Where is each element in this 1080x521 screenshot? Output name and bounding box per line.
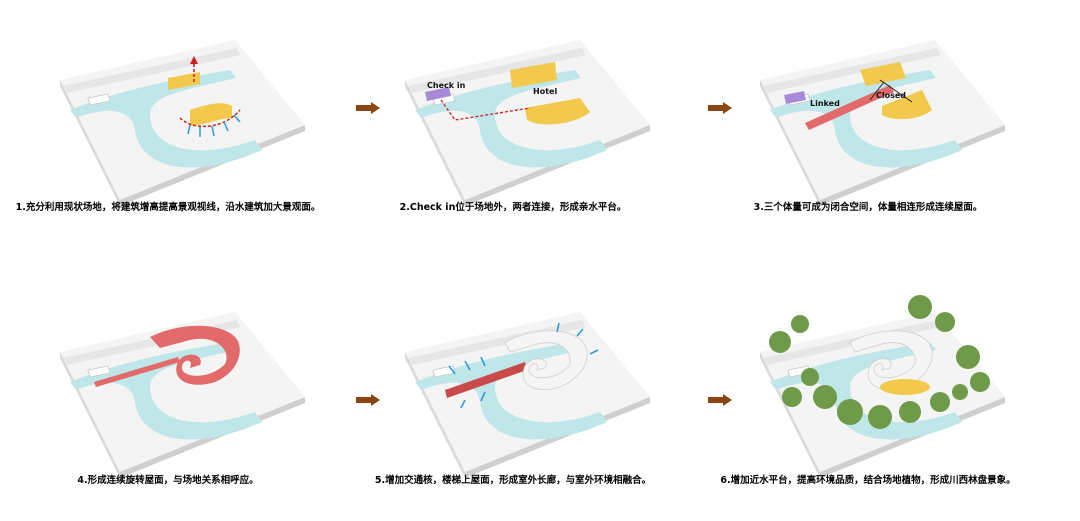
panel-5: 5.增加交通核，楼梯上屋面，形成室外长廊，与室外环境相融合。 bbox=[345, 262, 681, 521]
panel-2: Check in Hotel 2.Check in位于场地外，两者连接，形成亲水… bbox=[345, 0, 681, 259]
site-diagram-3: Linked Closed bbox=[759, 39, 1006, 207]
caption-3: 3.三个体量可成为闭合空间，体量相连形成连续屋面。 bbox=[753, 202, 983, 213]
caption-2: 2.Check in位于场地外，两者连接，形成亲水平台。 bbox=[399, 202, 627, 213]
waterfront-platform bbox=[880, 379, 930, 395]
outdoor-gallery bbox=[445, 362, 527, 398]
connection-arrow bbox=[440, 99, 531, 121]
site-diagram-1 bbox=[59, 39, 306, 207]
spiral-bridge bbox=[94, 357, 180, 387]
caption-4: 4.形成连续旋转屋面，与场地关系相呼应。 bbox=[77, 475, 259, 486]
linked-label: Linked bbox=[810, 99, 840, 108]
panel-4: 4.形成连续旋转屋面，与场地关系相呼应。 bbox=[0, 262, 336, 521]
linked-bridge bbox=[805, 85, 894, 130]
step-arrow-1 bbox=[356, 102, 380, 114]
hotel-label: Hotel bbox=[533, 87, 557, 96]
caption-6: 6.增加近水平台，提高环境品质，结合场地植物，形成川西林盘景象。 bbox=[720, 475, 1016, 486]
upper-volume bbox=[168, 72, 200, 90]
hotel-volume bbox=[510, 62, 557, 88]
spiral-roof bbox=[849, 330, 933, 391]
view-arc bbox=[179, 109, 241, 128]
spiral-roof bbox=[504, 330, 588, 391]
step-arrow-2 bbox=[708, 102, 732, 114]
caption-5: 5.增加交通核，楼梯上屋面，形成室外长廊，与室外环境相融合。 bbox=[374, 475, 652, 486]
height-arrow-head bbox=[190, 56, 198, 64]
check-in-volume bbox=[784, 91, 806, 104]
circulation-arrows bbox=[448, 322, 599, 409]
closure-arrows bbox=[869, 79, 913, 103]
upper-volume bbox=[860, 62, 906, 86]
site-diagram-5 bbox=[404, 311, 651, 479]
site-diagram-6 bbox=[759, 295, 1006, 479]
site-diagram-4 bbox=[59, 311, 306, 479]
step-arrow-4 bbox=[708, 394, 732, 406]
check-in-volume bbox=[425, 87, 451, 101]
trees bbox=[769, 295, 990, 429]
caption-1: 1.充分利用现状场地，将建筑增高提高景观视线，沿水建筑加大景观面。 bbox=[15, 202, 321, 213]
panel-3: Linked Closed 3.三个体量可成为闭合空间，体量相连形成连续屋面。 bbox=[700, 0, 1036, 259]
hotel-waterfront-volume bbox=[525, 98, 590, 125]
panel-6: 6.增加近水平台，提高环境品质，结合场地植物，形成川西林盘景象。 bbox=[700, 262, 1036, 521]
view-rays bbox=[187, 114, 241, 137]
site-diagram-2: Check in Hotel bbox=[404, 39, 651, 207]
step-arrow-3 bbox=[356, 394, 380, 406]
check-in-label: Check in bbox=[427, 81, 466, 90]
waterfront-volume bbox=[190, 103, 232, 126]
panel-1: 1.充分利用现状场地，将建筑增高提高景观视线，沿水建筑加大景观面。 bbox=[0, 0, 336, 259]
spiral-roof bbox=[150, 325, 240, 385]
waterfront-volume bbox=[882, 90, 932, 120]
closed-label: Closed bbox=[876, 91, 906, 100]
